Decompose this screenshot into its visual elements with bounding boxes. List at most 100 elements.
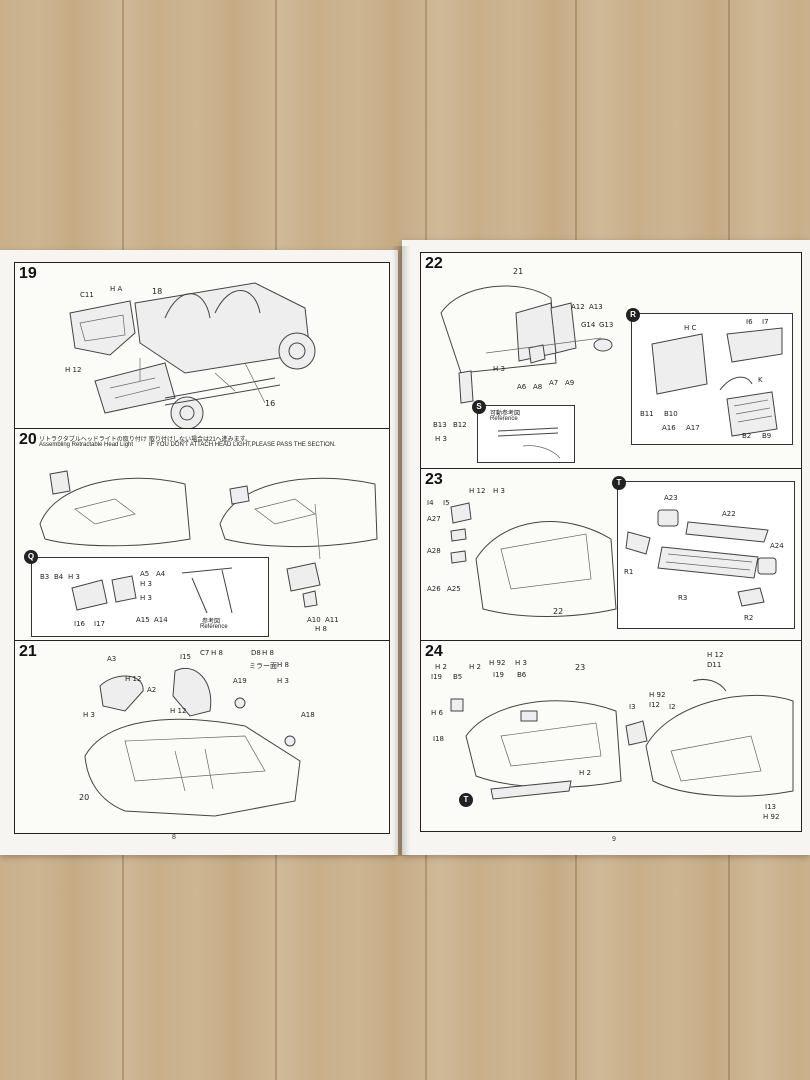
step-22-diagram [440, 285, 613, 404]
sub-badge: R [626, 308, 640, 322]
reference-label-en: Reference [490, 416, 518, 422]
part-label: I15 [180, 653, 191, 661]
booklet-spine [392, 246, 410, 856]
part-label: A12 [571, 303, 585, 311]
part-label: A16 [662, 424, 676, 432]
sub-badge: S [472, 400, 486, 414]
part-label: A27 [427, 515, 441, 523]
part-label: H 12 [125, 675, 142, 683]
part-label: 21 [513, 267, 524, 276]
step-21-panel: 21 A3 I15 C7 H 8 D8 H 8 H 12 ミラー面 H 8 A2… [14, 640, 390, 834]
part-label: H 12 [65, 366, 82, 374]
part-label: H 2 [469, 663, 481, 671]
right-page: 22 21 A12 A13 G14 G13 H 3 A6 A8 A7 A9 B1… [402, 240, 810, 855]
step-title-en: Assembling Retractable Head Light [39, 442, 134, 448]
part-label: C7 [200, 649, 210, 657]
part-label: I7 [762, 318, 769, 326]
part-label: H 12 [170, 707, 187, 715]
reference-label-jp: 参考図 [202, 619, 221, 625]
reference-label-en: Reference [200, 624, 228, 630]
part-label: I6 [746, 318, 753, 326]
part-label: D8 [251, 649, 261, 657]
part-label: H 12 [707, 651, 724, 659]
part-label: G13 [599, 321, 614, 329]
reference-label-jp: 可動参考図 [490, 411, 521, 417]
part-label: A28 [427, 547, 441, 555]
part-label: H 3 [515, 659, 527, 667]
part-label: H 12 [469, 487, 486, 495]
part-label: A18 [301, 711, 315, 719]
part-label: R1 [624, 568, 634, 576]
part-label: H A [110, 285, 123, 293]
part-label: H 3 [68, 573, 80, 581]
skip-note-en: IF YOU DON'T ATTACH HEAD LIGHT,PLEASE PA… [149, 442, 336, 448]
part-label: A23 [664, 494, 678, 502]
part-label: A15 [136, 616, 150, 624]
part-label: H 3 [140, 594, 152, 602]
part-label: A13 [589, 303, 603, 311]
part-label: I18 [433, 735, 444, 743]
step-23-panel: 23 I4 I5 H 12 H 3 A27 A28 A26 A25 22 T [420, 468, 802, 642]
part-label: H 3 [493, 487, 505, 495]
sub-badge: Q [24, 550, 38, 564]
part-label: B12 [453, 421, 467, 429]
sub-diagram-t: T A23 A22 R1 A24 R3 R2 [612, 476, 795, 629]
part-label: H 3 [435, 435, 447, 443]
step-20-panel: 20 リトラクタブルヘッドライトの取り付け Assembling Retract… [14, 428, 390, 642]
part-label: 22 [553, 607, 564, 616]
step-number: 22 [425, 255, 443, 272]
part-label: A2 [147, 686, 157, 694]
skip-note-jp: 取り付けしない場合は21へ進みます。 [149, 437, 252, 443]
part-label: A26 [427, 585, 441, 593]
part-label: I2 [669, 703, 676, 711]
step-24-panel: 24 H 2 I19 B5 H 2 H 92 I19 H 3 B6 23 H 6 [420, 640, 802, 832]
part-label: I3 [629, 703, 636, 711]
instruction-booklet: 19 C11 H A 18 H 12 16 20 リトラク [0, 240, 810, 856]
sub-badge: T [459, 793, 473, 807]
step-number: 20 [19, 431, 37, 448]
part-label: A6 [517, 383, 527, 391]
part-label: A7 [549, 379, 559, 387]
part-label: H 92 [763, 813, 780, 821]
part-label: I16 [74, 620, 85, 628]
part-label: B11 [640, 410, 654, 418]
part-label: I5 [443, 499, 450, 507]
part-label: A25 [447, 585, 461, 593]
part-label: H 8 [277, 661, 289, 669]
step-title-jp: リトラクタブルヘッドライトの取り付け [39, 437, 147, 443]
part-label: A5 [140, 570, 150, 578]
step-22-panel: 22 21 A12 A13 G14 G13 H 3 A6 A8 A7 A9 B1… [420, 252, 802, 470]
page-number: 9 [612, 836, 616, 843]
step-number: 19 [19, 265, 37, 282]
part-label: B4 [54, 573, 64, 581]
step-20-diagram [39, 470, 378, 560]
part-label: A9 [565, 379, 575, 387]
part-label: A22 [722, 510, 736, 518]
part-label: H 92 [649, 691, 666, 699]
part-label: B2 [742, 432, 752, 440]
part-label: A19 [233, 677, 247, 685]
step-number: 21 [19, 643, 37, 660]
part-label: H 3 [140, 580, 152, 588]
part-label: A3 [107, 655, 117, 663]
part-label: R3 [678, 594, 688, 602]
part-label: H 2 [579, 769, 591, 777]
sub-diagram-r: R H C I6 I7 K B11 B10 A16 A17 B2 B9 [626, 308, 793, 445]
part-label: I4 [427, 499, 434, 507]
part-label: 23 [575, 663, 586, 672]
part-label: I13 [765, 803, 776, 811]
part-label: I19 [493, 671, 504, 679]
part-label: I17 [94, 620, 105, 628]
part-label: A14 [154, 616, 168, 624]
step-21-diagram [84, 667, 301, 817]
part-label: D11 [707, 661, 722, 669]
step-19-diagram [69, 282, 316, 429]
part-label: H 3 [493, 365, 505, 373]
part-label: I19 [431, 673, 442, 681]
part-label: B10 [664, 410, 678, 418]
part-label: A17 [686, 424, 700, 432]
part-label: B13 [433, 421, 447, 429]
part-label: A11 [325, 616, 339, 624]
step-24-diagram [450, 678, 794, 800]
part-label: H 8 [211, 649, 223, 657]
